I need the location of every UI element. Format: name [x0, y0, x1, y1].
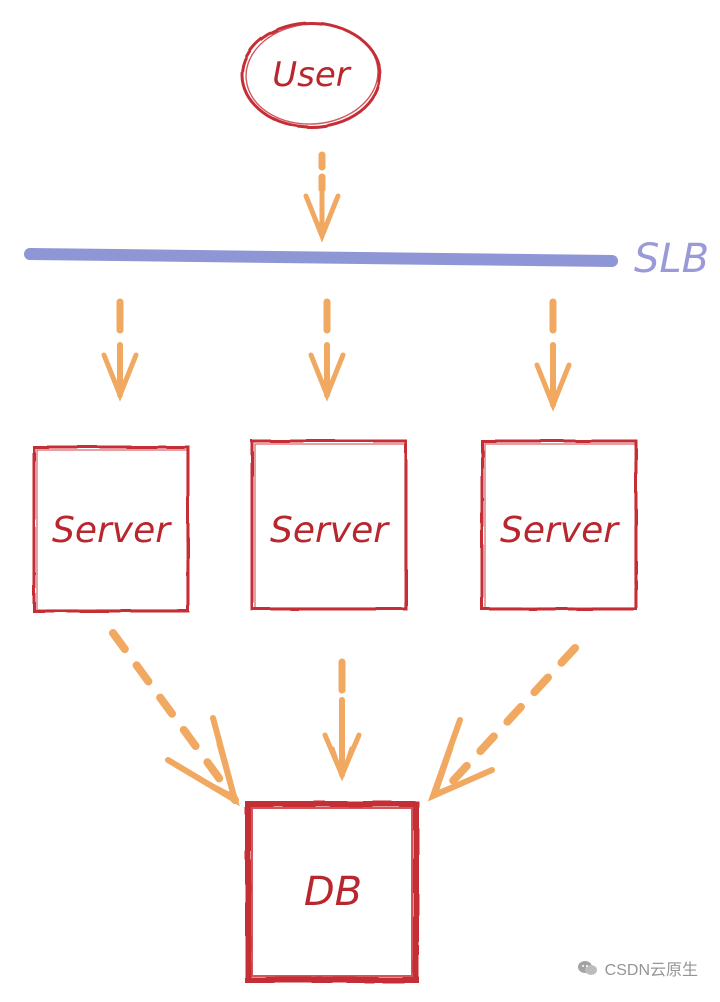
wechat-icon	[577, 961, 597, 975]
db-label: DB	[304, 869, 362, 915]
arrow-server-2-to-db	[322, 658, 362, 782]
db-node: DB	[245, 801, 419, 983]
user-node: User	[240, 21, 382, 129]
arrow-server-3-to-db	[427, 644, 579, 802]
user-label: User	[272, 55, 352, 95]
arrow-slb-to-server-2	[308, 298, 346, 402]
server-label-2: Server	[270, 510, 390, 551]
server-node-3: Server	[480, 439, 638, 611]
arrow-server-1-to-db	[109, 629, 240, 807]
arrow-slb-to-server-1	[101, 298, 139, 402]
server-label-1: Server	[52, 510, 172, 551]
server-node-1: Server	[32, 445, 190, 613]
watermark: CSDN云原生	[577, 956, 698, 980]
slb-label: SLB	[634, 236, 709, 282]
server-node-2: Server	[250, 439, 408, 611]
server-label-3: Server	[500, 510, 620, 551]
arrow-slb-to-server-3	[534, 298, 572, 412]
arrow-user-to-slb	[303, 151, 341, 243]
slb-node: SLB	[24, 236, 709, 282]
watermark-text: CSDN云原生	[604, 962, 698, 979]
